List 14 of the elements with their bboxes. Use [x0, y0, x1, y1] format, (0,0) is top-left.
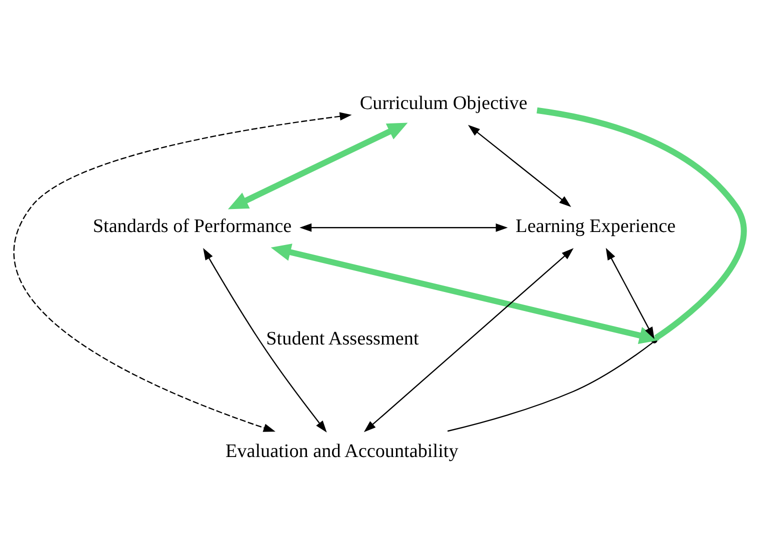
node-text: Evaluation and Accountability: [225, 440, 458, 462]
node-text: Standards of Performance: [92, 216, 292, 237]
connector: [447, 342, 653, 432]
edge-label: Student Assessment: [266, 328, 419, 350]
arrow: [14, 112, 352, 432]
arrow: [300, 222, 508, 232]
connector: [536, 106, 747, 340]
node-text: Learning Experience: [516, 216, 676, 237]
arrow: [364, 248, 574, 432]
arrow: [228, 122, 408, 209]
node-text: Curriculum Objective: [360, 92, 528, 114]
arrow: [606, 247, 654, 339]
arrow: [203, 247, 327, 432]
arrow: [468, 124, 572, 206]
